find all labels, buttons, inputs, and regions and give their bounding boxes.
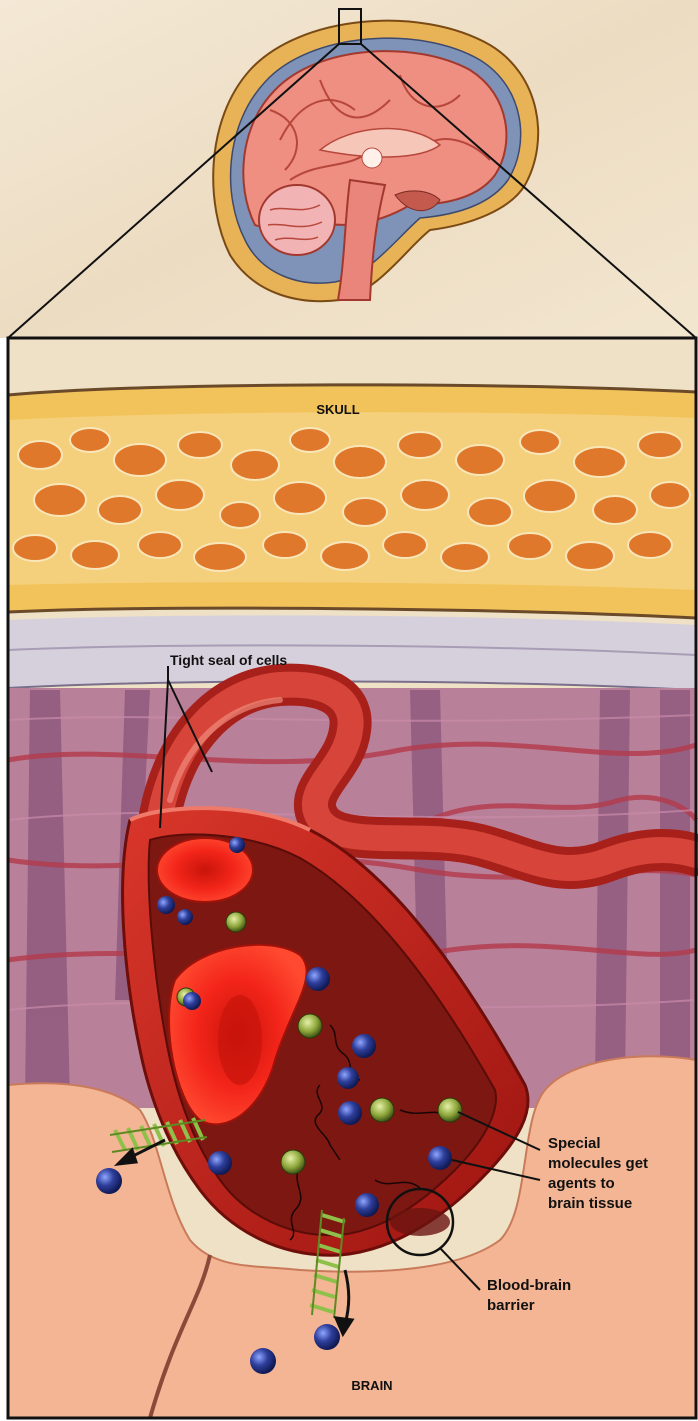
special-molecules-line-1: Special <box>548 1135 601 1152</box>
tight-seal-label: Tight seal of cells <box>170 652 287 668</box>
special-molecules-line-3: agents to <box>548 1175 615 1192</box>
brain-label: BRAIN <box>351 1378 392 1393</box>
special-molecules-line-2: molecules get <box>548 1155 648 1172</box>
skull-label: SKULL <box>316 402 359 417</box>
bbb-line-1: Blood-brain <box>487 1277 571 1294</box>
meninges-layer <box>8 615 696 690</box>
cross-section-panel <box>8 338 696 1418</box>
bbb-line-2: barrier <box>487 1297 535 1314</box>
special-molecules-line-4: brain tissue <box>548 1195 632 1212</box>
skull-layer <box>8 385 696 618</box>
